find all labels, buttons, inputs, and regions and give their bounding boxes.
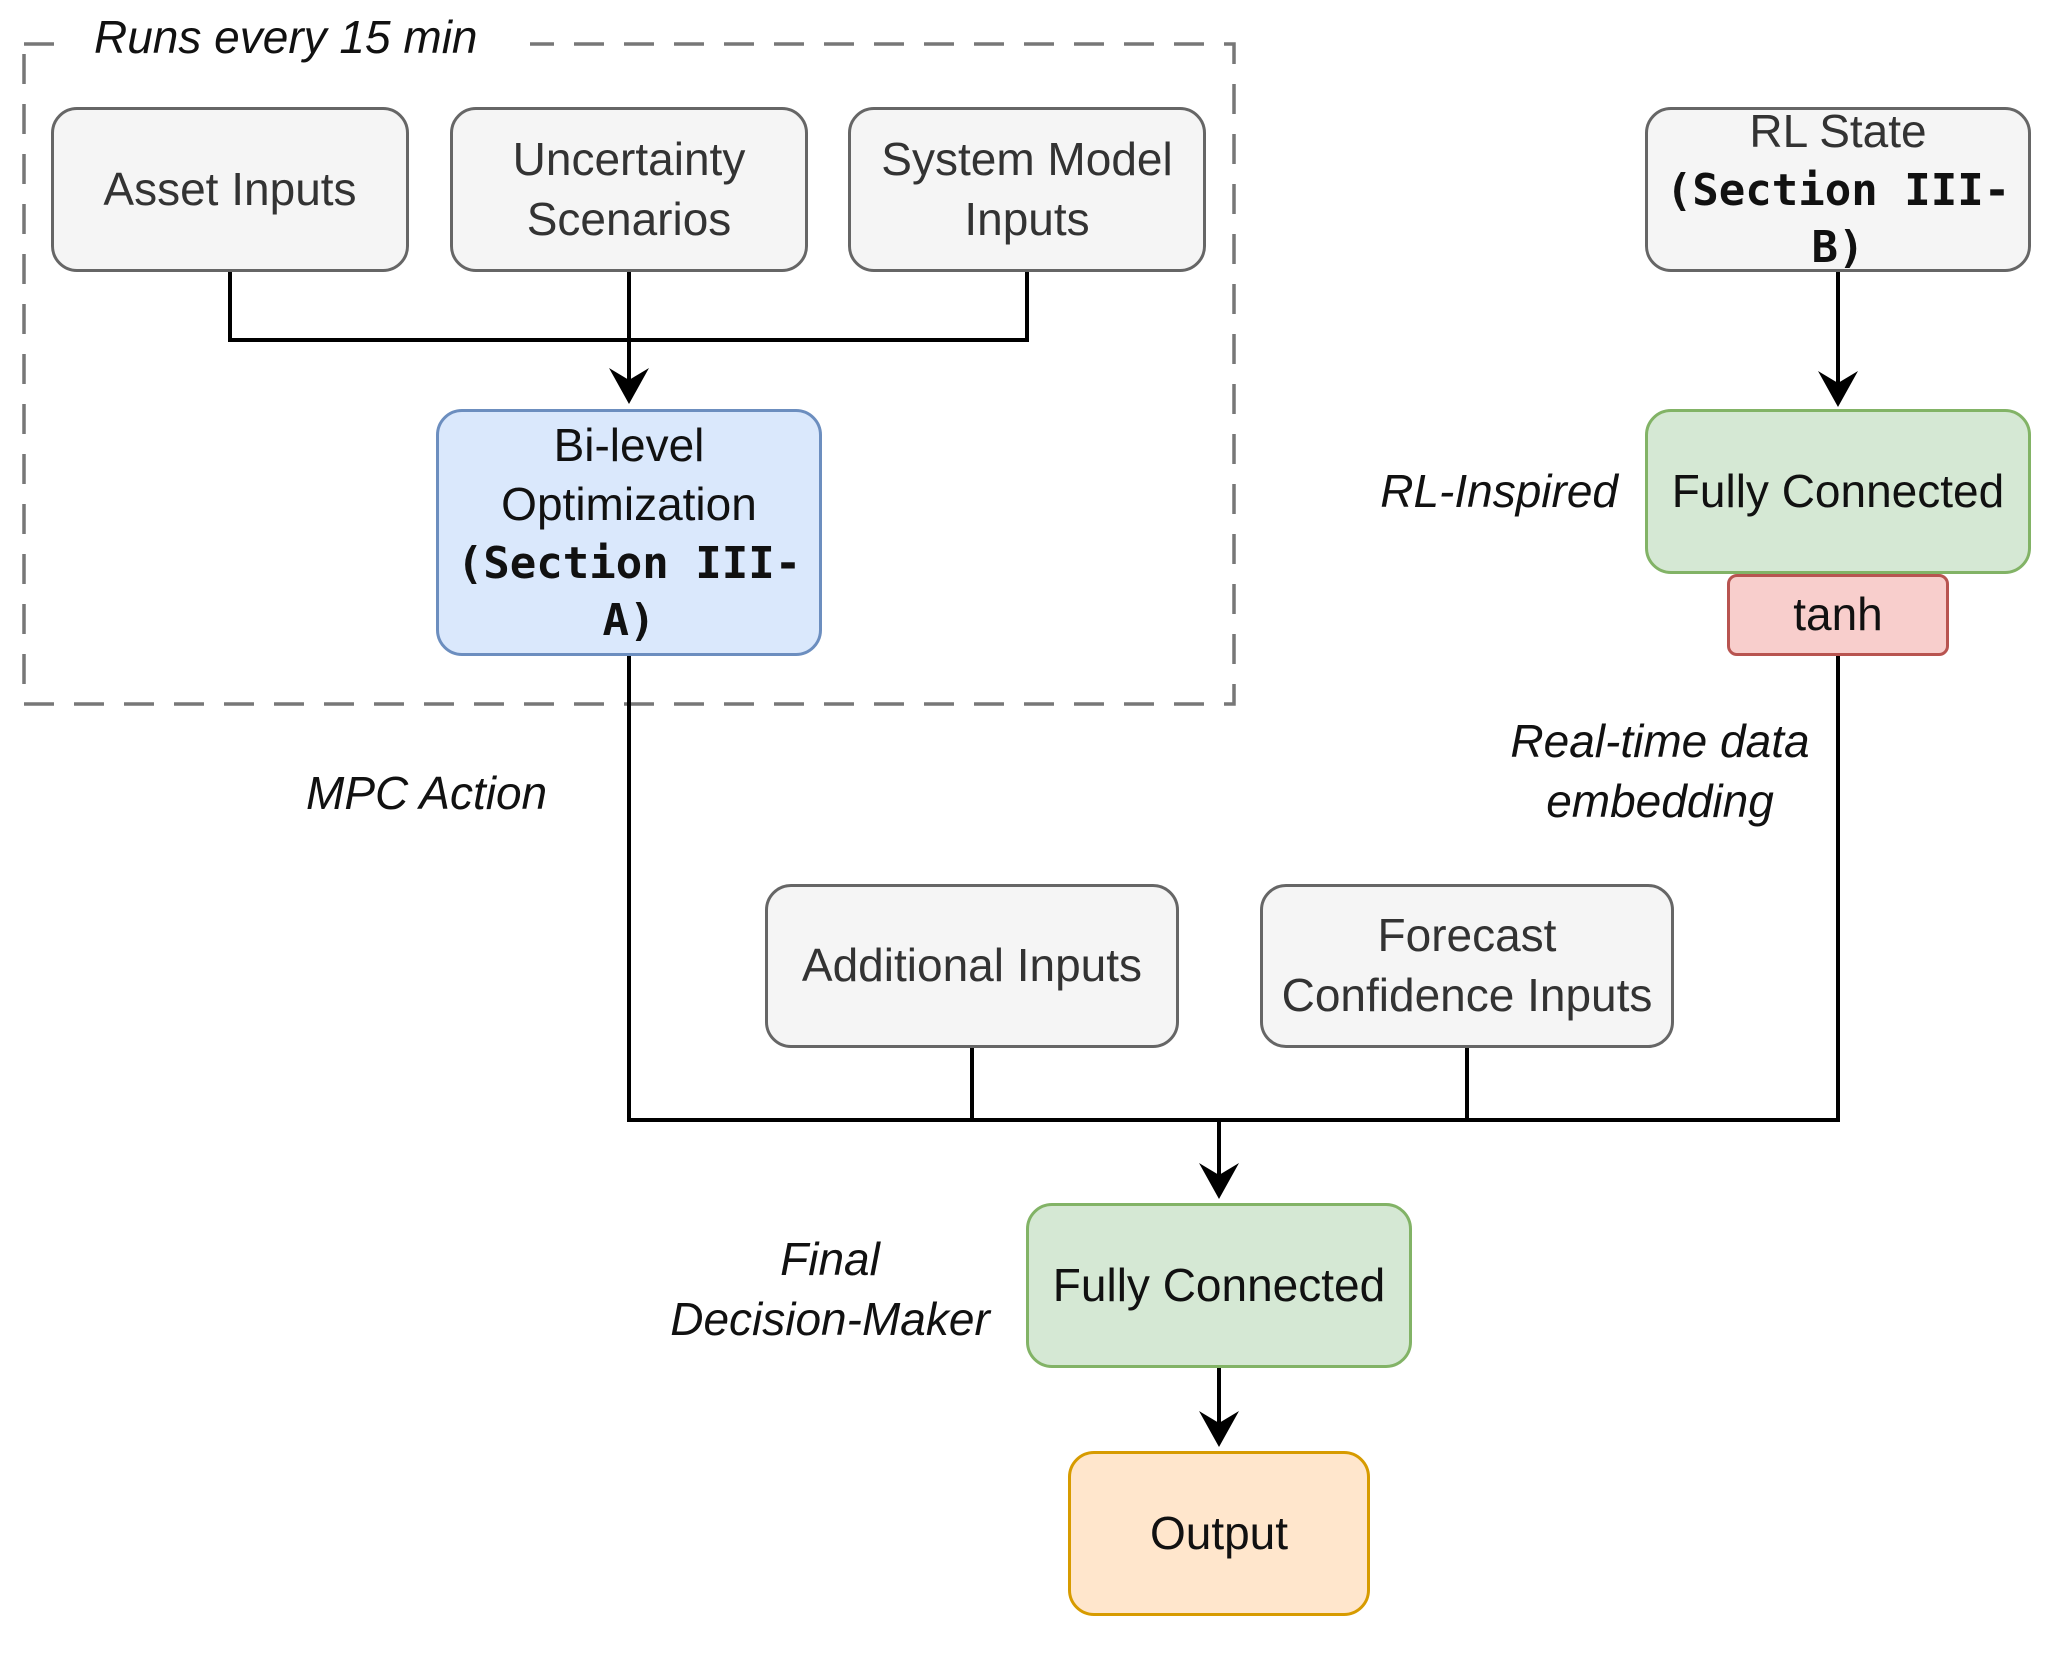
output-box: Output (1068, 1451, 1370, 1616)
realtime-embedding-label: Real-time data embedding (1470, 712, 1850, 832)
uncertainty-line2: Scenarios (526, 192, 732, 245)
rl-state-line1: RL State (1749, 105, 1927, 158)
asset-inputs-box: Asset Inputs (51, 107, 409, 272)
rl-inspired-label: RL-Inspired (1380, 465, 1618, 517)
bilevel-optimization-box: Bi-level Optimization (Section III-A) (436, 409, 822, 656)
bilevel-line2: Optimization (501, 478, 757, 531)
final-decision-maker-label: Final Decision-Maker (640, 1230, 1020, 1350)
forecast-confidence-inputs-box: Forecast Confidence Inputs (1260, 884, 1674, 1048)
uncertainty-scenarios-box: Uncertainty Scenarios (450, 107, 808, 272)
rl-state-line2: (Section III-B) (1665, 165, 2011, 274)
forecast-line2: Confidence Inputs (1281, 969, 1653, 1021)
additional-inputs-box: Additional Inputs (765, 884, 1179, 1048)
bilevel-line3: (Section III-A) (456, 538, 802, 647)
mpc-action-label: MPC Action (306, 767, 548, 819)
realtime-line2: embedding (1546, 774, 1774, 827)
group-label: Runs every 15 min (94, 11, 478, 63)
additional-inputs-text: Additional Inputs (801, 939, 1143, 992)
output-text: Output (1149, 1506, 1289, 1559)
forecast-line1: Forecast (1377, 909, 1557, 962)
system-model-line2: Inputs (964, 192, 1090, 245)
rl-fully-connected-box: Fully Connected (1645, 409, 2031, 574)
group-label-gap (70, 10, 530, 70)
input-connectors (228, 272, 1029, 404)
asset-inputs-text: Asset Inputs (103, 162, 357, 215)
bilevel-line1: Bi-level (553, 418, 705, 471)
final-line2: Decision-Maker (670, 1292, 990, 1345)
uncertainty-line1: Uncertainty (512, 132, 746, 185)
system-model-line1: System Model (881, 132, 1173, 185)
final-fc-text: Fully Connected (1052, 1258, 1386, 1311)
rl-state-box: RL State (Section III-B) (1645, 105, 2031, 273)
realtime-line1: Real-time data (1510, 715, 1810, 767)
tanh-box: tanh (1727, 574, 1949, 656)
final-fully-connected-box: Fully Connected (1026, 1203, 1412, 1368)
rl-fc-text: Fully Connected (1671, 464, 2005, 517)
tanh-text: tanh (1793, 588, 1883, 641)
system-model-inputs-box: System Model Inputs (848, 107, 1206, 272)
final-line1: Final (780, 1233, 880, 1285)
merge-connectors (627, 656, 1840, 1199)
